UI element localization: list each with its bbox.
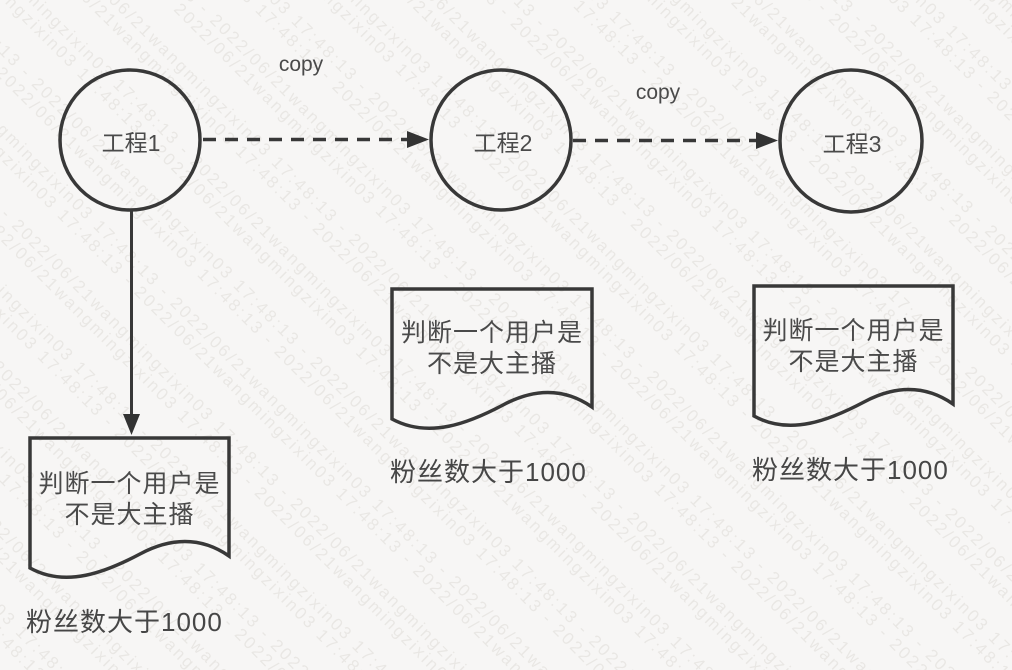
arrowhead-icon bbox=[756, 132, 778, 149]
document-caption-1: 粉丝数大于1000 bbox=[26, 607, 223, 637]
edge-label-copy-2: copy bbox=[635, 81, 681, 104]
document-caption-2: 粉丝数大于1000 bbox=[390, 457, 587, 487]
node-label-project-1: 工程1 bbox=[101, 130, 161, 156]
document-text-2: 判断一个用户是 不是大主播 bbox=[400, 319, 583, 378]
arrowhead-icon bbox=[123, 414, 140, 435]
edge-copy-2[interactable] bbox=[573, 132, 778, 149]
document-caption-3: 粉丝数大于1000 bbox=[752, 455, 949, 485]
node-project-3[interactable] bbox=[778, 68, 924, 214]
document-text-3: 判断一个用户是 不是大主播 bbox=[762, 317, 945, 376]
edge-copy-1[interactable] bbox=[203, 131, 429, 148]
node-project-1[interactable] bbox=[58, 68, 202, 212]
node-project-2[interactable] bbox=[429, 68, 573, 212]
node-label-project-3: 工程3 bbox=[822, 131, 882, 157]
document-shape-1[interactable] bbox=[28, 436, 231, 580]
edge-label-copy-1: copy bbox=[278, 53, 324, 76]
document-text-1: 判断一个用户是 不是大主播 bbox=[38, 470, 221, 529]
node-label-project-2: 工程2 bbox=[473, 130, 533, 156]
document-shape-2[interactable] bbox=[390, 287, 594, 431]
document-shape-3[interactable] bbox=[752, 284, 955, 428]
arrowhead-icon bbox=[407, 131, 429, 148]
edge-project1-doc1[interactable] bbox=[123, 211, 140, 435]
